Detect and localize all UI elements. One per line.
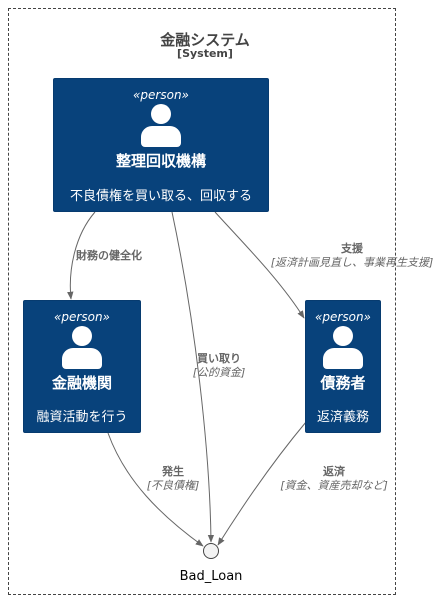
person-icon [62,326,102,369]
edge-technology: [資金、資産売却など] [280,479,388,492]
person-name: 整理回収機構 [115,152,206,170]
edge-kinyu-to-bad-loan [107,432,204,547]
boundary-subtitle: [System] [177,47,233,60]
edge-technology: [公的資金] [192,366,246,379]
person-kinyu-kikan: «person» 金融機関 融資活動を行う [23,300,141,433]
stereotype-label: «person» [133,88,189,102]
person-icon [141,104,181,147]
edge-label-shien: 支援 [返済計画見直し、事業再生支援] [258,242,446,270]
boundary-title: 金融システム [160,31,250,49]
edge-technology: [不良債権] [146,479,200,492]
edge-seiri-to-bad-loan [171,211,215,543]
system-boundary [8,8,396,595]
person-description: 不良債権を買い取る、回収する [69,189,252,204]
edge-label-text: 財務の健全化 [76,249,142,262]
edge-label-text: 発生 [162,465,184,478]
edge-seiri-to-saimu [214,211,305,319]
person-name: 金融機関 [51,374,112,392]
edge-label-hensai: 返済 [資金、資産売却など] [272,465,396,493]
edge-technology: [返済計画見直し、事業再生支援] [270,256,434,269]
edge-seiri-to-kinyu [67,211,96,300]
stereotype-label: «person» [315,310,371,324]
bad-loan-label: Bad_Loan [179,569,243,584]
edge-label-kaitori: 買い取り [公的資金] [190,352,248,380]
edge-label-text: 買い取り [197,352,241,365]
edge-saimu-to-bad-loan [217,421,307,546]
edge-label-hassei: 発生 [不良債権] [140,465,206,493]
edge-label-text: 返済 [323,465,345,478]
person-icon [323,326,363,369]
person-name: 債務者 [320,374,366,392]
bad-loan-node [203,543,219,559]
person-saimusha: «person» 債務者 返済義務 [305,300,381,433]
stereotype-label: «person» [54,310,110,324]
person-description: 返済義務 [316,410,369,425]
person-seiri-kaishu-kiko: «person» 整理回収機構 不良債権を買い取る、回収する [53,78,269,212]
person-description: 融資活動を行う [36,410,128,425]
edge-label-text: 支援 [341,242,363,255]
edge-label-zaimu: 財務の健全化 [76,249,156,263]
